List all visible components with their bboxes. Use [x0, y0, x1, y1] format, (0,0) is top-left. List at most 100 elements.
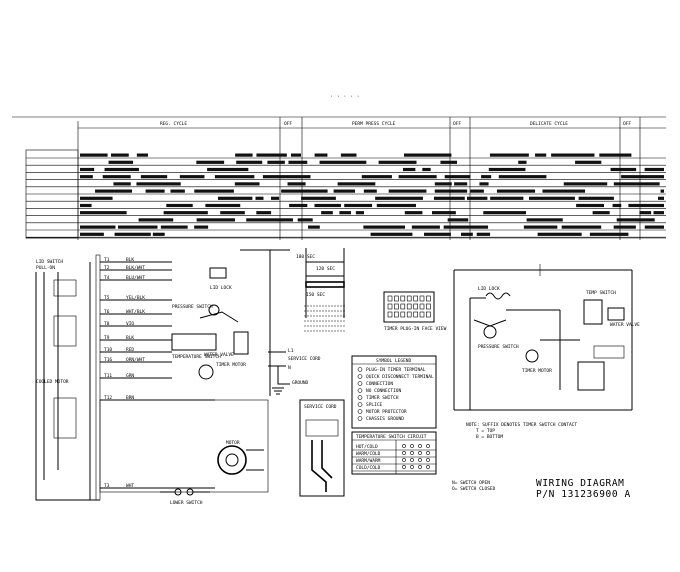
timer-contact-bar [235, 153, 253, 157]
rc-timer-motor-label: TIMER MOTOR [522, 368, 552, 374]
timer-contact-bar [361, 175, 392, 179]
timer-contact-bar [489, 153, 529, 157]
timer-contact-bar [145, 189, 165, 193]
rc-temp-switch-label: TEMP SWITCH [586, 290, 616, 296]
wire-color-label: BLK [126, 335, 134, 341]
bottom-switch-label: LOWER SWITCH [170, 500, 203, 506]
temperature-switch-table: TEMPERATURE SWITCH CIRCUIT HOT/COLDWARM/… [351, 431, 437, 475]
terminal-label: T10 [104, 347, 112, 353]
timer-contact-bar [319, 160, 367, 164]
timer-pin [406, 311, 412, 318]
timer-contact-bar [113, 182, 131, 186]
timer-contact-bar [523, 225, 558, 229]
timer-contact-bar [179, 175, 205, 179]
rc-key-top: T = TOP [476, 428, 495, 434]
temp-cell [402, 451, 406, 455]
lid-switch-label: LID SWITCH [36, 259, 63, 265]
timer-contact-bar [207, 167, 249, 172]
timer-contact-bar [561, 225, 602, 229]
timer-contact-bar [653, 211, 664, 215]
timer-contact-bar [80, 167, 95, 172]
timer-contact-bar [220, 211, 245, 215]
timer-contact-bar [217, 196, 253, 200]
temp-row-label: HOT/COLD [356, 444, 378, 450]
timer-contact-bar [152, 232, 165, 236]
timer-contact-bar [337, 182, 376, 186]
timer-pin [400, 311, 406, 318]
terminal-label: T6 [104, 309, 110, 315]
legend-symbol [357, 416, 363, 421]
temp-cell [402, 458, 406, 462]
timer-contact-bar [575, 160, 602, 164]
timer-contact-bar [481, 175, 492, 179]
timer-contact-bar [444, 175, 471, 179]
temp-cell [410, 458, 414, 462]
timer-pin [406, 295, 412, 302]
timer-contact-bar [542, 189, 586, 193]
wire-color-label: WHT/BLK [126, 309, 145, 315]
rc-pressure-switch-label: PRESSURE SWITCH [478, 344, 519, 350]
n-label: N [288, 365, 291, 371]
timer-contact-bar [488, 167, 526, 172]
timer-contact-bar [404, 153, 452, 157]
legend-item: CONNECTION [366, 381, 393, 387]
terminal-label: T11 [104, 373, 112, 379]
timer-contact-bar [262, 175, 311, 179]
timer-face-note: TIMER PLUG-IN FACE VIEW [384, 326, 447, 332]
timer-contact-bar [196, 160, 225, 164]
timer-contact-bar [613, 225, 636, 229]
temp-cell [402, 444, 406, 448]
timer-contact-bar [434, 189, 468, 193]
timer-contact-bar [255, 196, 264, 200]
timer-contact-bar [314, 153, 328, 157]
temp-cell [418, 444, 422, 448]
timer-contact-bar [644, 167, 664, 172]
rc-note: NOTE: SUFFIX DENOTES TIMER SWITCH CONTAC… [466, 422, 577, 428]
timer-contact-bar [363, 189, 377, 193]
timer-contact-bar [104, 167, 139, 172]
motor-label: MOTOR [226, 440, 240, 446]
timer-pin [413, 303, 418, 310]
timer-contact-bar [467, 196, 488, 200]
terminal-label: T3 [104, 483, 110, 489]
legend-symbol [357, 409, 363, 414]
timer-contact-bar [363, 225, 406, 229]
timer-contact-bar [628, 203, 664, 208]
phase-label-delicate: DELICATE CYCLE [530, 121, 568, 127]
wire-color-label: GRN [126, 373, 134, 379]
timer-contact-bar [613, 182, 660, 186]
timer-contact-bar [80, 175, 93, 179]
timer-contact-bar [537, 232, 582, 236]
timer-contact-bar [170, 189, 185, 193]
timer-contact-bar [136, 182, 181, 186]
timer-contact-bar [205, 203, 241, 208]
timer-contact-bar [518, 160, 527, 164]
timer-contact-bar [599, 153, 632, 157]
timer-contact-bar [563, 182, 608, 186]
legend-title: SYMBOL LEGEND [376, 358, 412, 364]
timer-pin [426, 295, 431, 302]
timer-contact-bar [422, 167, 431, 172]
legend-symbol [357, 381, 363, 386]
timer-pin [400, 303, 406, 310]
wire-color-label: BLK/WHT [126, 265, 145, 271]
legend-symbol [357, 374, 363, 379]
legend-item: SPLICE [366, 402, 383, 408]
timer-contact-bar [375, 196, 423, 200]
part-number: P/N 131236900 A [536, 489, 631, 500]
timer-pin [394, 303, 399, 310]
temp-cell [426, 465, 430, 469]
wire-color-label: BRN [126, 395, 134, 401]
temp-row-label: WARM/COLD [356, 451, 381, 457]
terminal-label: T5 [104, 295, 110, 301]
timer-contact-bar [140, 175, 168, 179]
timer-pin [426, 303, 431, 310]
timer-contact-bar [644, 225, 664, 229]
timer-contact-bar [95, 189, 133, 193]
timer-pin [387, 311, 393, 318]
timer-pin [406, 303, 412, 310]
timer-contact-bar [163, 211, 208, 215]
dim-180: 180 SEC [296, 254, 315, 260]
